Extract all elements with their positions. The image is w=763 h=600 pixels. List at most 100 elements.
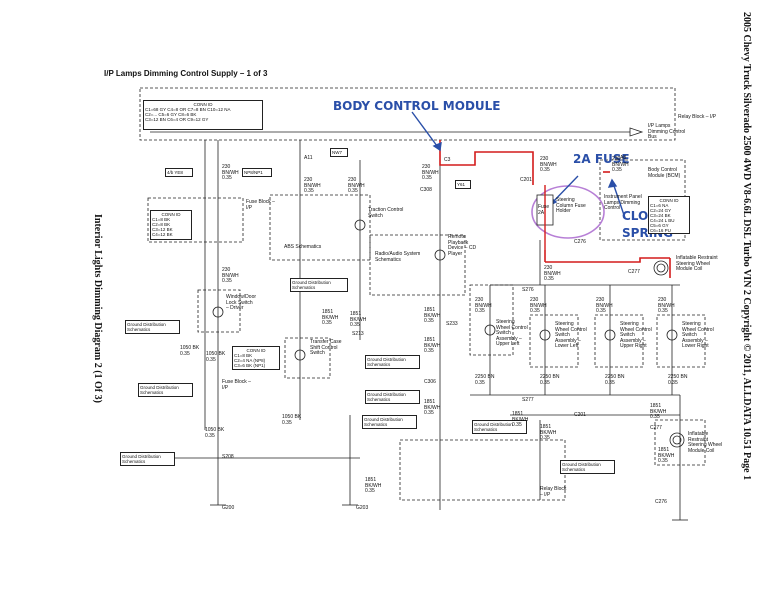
relay-block-label: Relay Block – I/P [678,114,717,120]
abs-label: ABS Schematics [284,244,322,250]
nw7-tag: NW7 [330,148,348,157]
ytab-tag: 4/b YE8 [165,168,193,177]
wire-label: 1851 BK/WH 0.35 [650,403,667,420]
splice-s277: S277 [522,397,534,403]
wire-label: 230 BN/WH 0.35 [544,265,561,282]
wire-label: 230 BN/WH 0.35 [222,164,239,181]
conn-c277b: C277 [650,425,662,431]
relay-block-2-label: Relay Block – I/P [540,486,567,498]
conn-c277: C277 [628,269,640,275]
conn-c3: C3 [444,157,451,163]
ground-distribution-box: Ground Distribution Schematics [560,460,615,474]
sw-upper-left-label: Steering Wheel Control Switch Assembly –… [496,319,528,347]
transfer-label: Transfer Case Shift Control Switch [310,339,342,356]
conn-id-bcm: CONN ID C1=6 NA C2=24 GY C3=24 BK C4=24 … [648,196,690,234]
fuse-block-label: Fuse Block – I/P [246,199,275,211]
conn-id-tc: CONN ID C1=8 BK C2=4 NA (NP8) C3=6 BK (N… [232,346,280,370]
conn-id-top-title: CONN ID [193,102,213,107]
fuse-2a-label: Fuse 2A [538,204,550,216]
ground-distribution-box: Ground Distribution Schematics [365,355,420,369]
ground-distribution-box: Ground Distribution Schematics [138,383,193,397]
bcm-label: Body Control Module (BCM) [648,167,681,179]
traction-label: Traction Control Switch [368,207,404,219]
splice-s208: S208 [222,454,234,460]
conn-c308: C308 [420,187,432,193]
wire-label: 230 BN/WH 0.35 [612,156,629,173]
conn-a8: A8 [620,155,627,161]
inflatable-top-label: Inflatable Restraint Steering Wheel Modu… [676,255,718,272]
wire-label: 1851 BK/WH 0.35 [658,447,675,464]
bcm-callout: BODY CONTROL MODULE [333,99,501,113]
conn-id-bcm-line: C1=6 NA [650,203,669,208]
conn-id-fuse-line: C1=8 BK [152,217,171,222]
conn-id-top-line: C1=68 GY C4=8 OR C7=8 BN C10=12 NA [145,107,231,112]
window-label: Window/Door Lock Switch – Driver [226,294,257,311]
wire-label: 230 BN/WH 0.35 [304,177,321,194]
conn-id-tc-title: CONN ID [246,348,266,353]
fuse-block-2-label: Fuse Block – I/P [222,379,251,391]
wire-label: 2250 BN 0.35 [605,374,625,386]
inflatable-bottom-label: Inflatable Restraint Steering Wheel Modu… [688,431,723,454]
conn-id-bcm-line: C3=24 BK [650,213,671,218]
conn-id-fuse-line: C4=12 BK [152,232,173,237]
ipl-dim-label: Instrument Panel Lamps Dimming Control [604,194,642,211]
conn-id-top: CONN ID C1=68 GY C4=8 OR C7=8 BN C10=12 … [143,100,263,130]
wire-label: 2250 BN 0.35 [475,374,495,386]
conn-id-fuse-title: CONN ID [161,212,181,217]
splice-s213: S213 [352,331,364,337]
conn-c306: C306 [424,379,436,385]
conn-id-tc-line: C1=8 BK [234,353,253,358]
conn-id-top-line: C2=... C5=6 GY C8=6 BK [145,112,197,117]
wire-label: 230 BN/WH 0.35 [596,297,613,314]
steering-fuse-label: Steering Column Fuse Holder [556,197,586,214]
wire-label: 1851 BK/WH 0.35 [350,311,367,328]
wire-label: 230 BN/WH 0.35 [658,297,675,314]
conn-c276b: C276 [655,499,667,505]
fuse-callout: 2A FUSE [573,152,630,166]
sw-lower-right-label: Steering Wheel Control Switch Assembly –… [682,321,714,349]
conn-id-fuse: CONN ID C1=8 BK C2=8 BK C3=12 BK C4=12 B… [150,210,192,240]
wire-label: 230 BN/WH 0.35 [530,297,547,314]
wire-label: 230 BN/WH 0.35 [348,177,365,194]
conn-id-tc-line: C3=6 BK (NP1) [234,363,266,368]
ground-distribution-box: Ground Distribution Schematics [362,415,417,429]
wire-label: 230 BN/WH 0.35 [422,164,439,181]
splice-s276: S276 [522,287,534,293]
conn-id-bcm-line: C4=24 L BU [650,218,675,223]
ground-distribution-box: Ground Distribution Schematics [125,320,180,334]
wire-label: 1050 BK 0.35 [206,351,226,363]
ground-distribution-box: Ground Distribution Schematics [120,452,175,466]
wire-label: 230 BN/WH 0.35 [540,156,557,173]
wire-label: 2250 BN 0.35 [540,374,560,386]
ground-distribution-box: Ground Distribution Schematics [365,390,420,404]
conn-id-fuse-line: C3=12 BK [152,227,173,232]
wire-label: 1851 BK/WH 0.35 [540,424,557,441]
page-title: I/P Lamps Dimming Control Supply – 1 of … [104,69,268,78]
wire-label: 1851 BK/WH 0.35 [322,309,339,326]
wire-label: 1851 BK/WH 0.35 [424,399,441,416]
wire-label: 1050 BK 0.35 [282,414,302,426]
ground-distribution-box: Ground Distribution Schematics [290,278,348,292]
wire-label: 230 BN/WH 0.35 [222,267,239,284]
bus-label: I/P Lamps Dimming Control Bus [648,123,686,140]
conn-id-bcm-line: C5=6 GY [650,223,669,228]
ground-g203: G203 [356,505,369,511]
conn-c201b: C201 [520,177,532,183]
conn-id-top-line: C3=12 BN C6=4 OR C9=12 GY [145,117,209,122]
conn-id-bcm-title: CONN ID [659,198,679,203]
wire-label: 1851 BK/WH 0.35 [424,337,441,354]
wire-label: 1050 BK 0.35 [180,345,200,357]
wire-label: 230 BN/WH 0.35 [475,297,492,314]
sw-lower-left-label: Steering Wheel Control Switch Assembly –… [555,321,587,349]
y61-tag: Y61 [455,180,471,189]
conn-id-fuse-line: C2=8 BK [152,222,171,227]
radio-label: Radio/Audio System Schematics [375,251,421,263]
wire-label: 1050 BK 0.35 [205,427,225,439]
sw-upper-right-label: Steering Wheel Control Switch Assembly –… [620,321,652,349]
wire-label: 2250 BN 0.35 [668,374,688,386]
conn-id-bcm-line: C2=24 GY [650,208,672,213]
conn-c201: C201 [574,412,586,418]
conn-c276: C276 [574,239,586,245]
splice-s233: S233 [446,321,458,327]
